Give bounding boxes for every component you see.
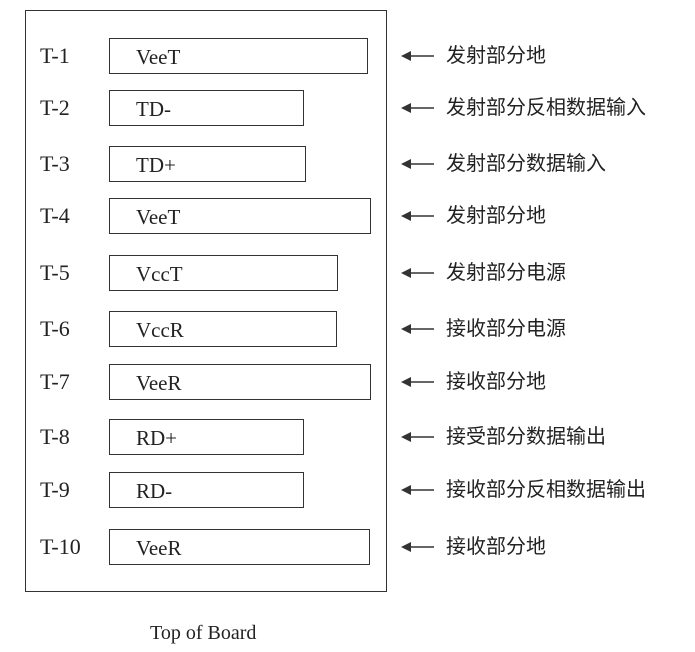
pin-id-label: T-6 <box>40 316 70 341</box>
pin-description: 发射部分反相数据输入 <box>446 95 646 119</box>
left-arrow-icon <box>400 480 436 500</box>
pin-id-label: T-5 <box>40 260 70 285</box>
pin-description: 接收部分地 <box>446 369 546 393</box>
pin-signal-box: VeeT <box>109 38 368 74</box>
left-arrow-icon <box>400 98 436 118</box>
pin-id-label: T-4 <box>40 203 70 228</box>
pin-signal-box: RD+ <box>109 419 304 455</box>
board-outline <box>25 10 387 592</box>
pin-id-label: T-7 <box>40 369 70 394</box>
pin-id-label: T-1 <box>40 43 70 68</box>
pin-signal-box: VccR <box>109 311 337 347</box>
left-arrow-icon <box>400 537 436 557</box>
pin-description: 接收部分反相数据输出 <box>446 477 646 501</box>
left-arrow-icon <box>400 427 436 447</box>
pin-id-label: T-3 <box>40 151 70 176</box>
pin-description: 发射部分地 <box>446 43 546 67</box>
pin-signal-box: VccT <box>109 255 338 291</box>
pin-description: 接收部分地 <box>446 534 546 558</box>
pin-description: 接受部分数据输出 <box>446 424 606 448</box>
pin-id-label: T-10 <box>40 534 81 559</box>
pin-description: 发射部分数据输入 <box>446 151 606 175</box>
left-arrow-icon <box>400 46 436 66</box>
left-arrow-icon <box>400 206 436 226</box>
board-caption: Top of Board <box>150 622 257 644</box>
pin-description: 发射部分地 <box>446 203 546 227</box>
pin-description: 发射部分电源 <box>446 260 566 284</box>
pin-description: 接收部分电源 <box>446 316 566 340</box>
pin-id-label: T-2 <box>40 95 70 120</box>
pin-signal-box: RD- <box>109 472 304 508</box>
pin-signal-box: VeeR <box>109 529 370 565</box>
pin-signal-box: VeeR <box>109 364 371 400</box>
left-arrow-icon <box>400 372 436 392</box>
pin-id-label: T-8 <box>40 424 70 449</box>
pin-signal-box: TD+ <box>109 146 306 182</box>
left-arrow-icon <box>400 263 436 283</box>
pin-id-label: T-9 <box>40 477 70 502</box>
left-arrow-icon <box>400 319 436 339</box>
pin-signal-box: TD- <box>109 90 304 126</box>
pin-signal-box: VeeT <box>109 198 371 234</box>
left-arrow-icon <box>400 154 436 174</box>
